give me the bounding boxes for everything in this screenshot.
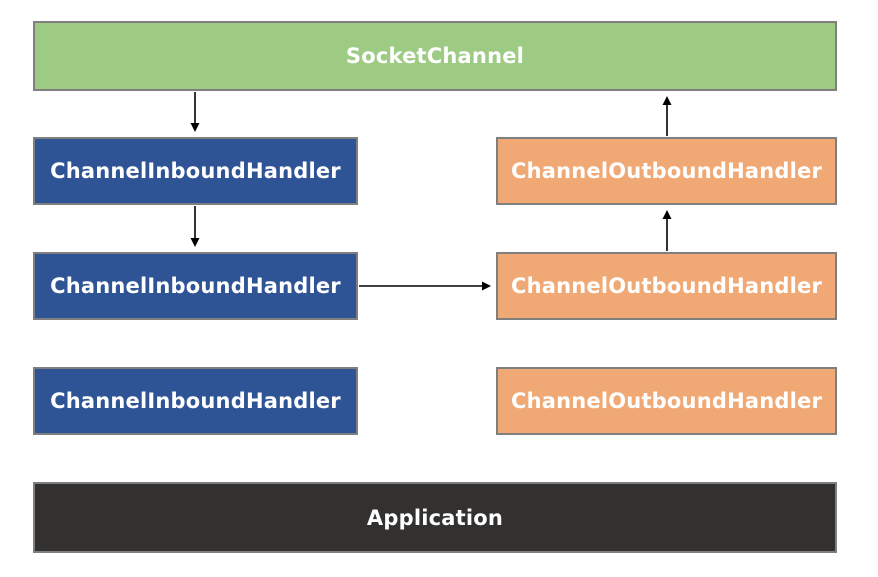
socket-channel-label: SocketChannel	[345, 44, 525, 68]
outbound-handler-label: ChannelOutboundHandler	[510, 389, 823, 413]
outbound-handler-box-1: ChannelOutboundHandler	[496, 137, 837, 205]
inbound-handler-label: ChannelInboundHandler	[50, 159, 341, 183]
outbound-handler-box-2: ChannelOutboundHandler	[496, 252, 837, 320]
application-label: Application	[366, 505, 504, 530]
outbound-handler-label: ChannelOutboundHandler	[510, 159, 823, 183]
inbound-handler-box-1: ChannelInboundHandler	[33, 137, 358, 205]
application-box: Application	[33, 482, 837, 553]
inbound-handler-box-3: ChannelInboundHandler	[33, 367, 358, 435]
inbound-handler-box-2: ChannelInboundHandler	[33, 252, 358, 320]
outbound-handler-label: ChannelOutboundHandler	[510, 274, 823, 298]
inbound-handler-label: ChannelInboundHandler	[50, 274, 341, 298]
outbound-handler-box-3: ChannelOutboundHandler	[496, 367, 837, 435]
inbound-handler-label: ChannelInboundHandler	[50, 389, 341, 413]
socket-channel-box: SocketChannel	[33, 21, 837, 91]
